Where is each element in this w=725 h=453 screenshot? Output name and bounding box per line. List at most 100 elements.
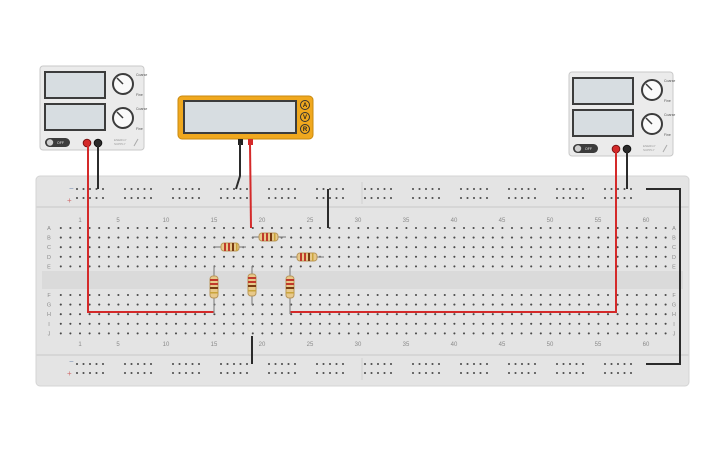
breadboard-hole[interactable] [664,303,667,306]
breadboard-hole[interactable] [466,371,469,375]
breadboard-hole[interactable] [335,371,338,375]
breadboard-hole[interactable] [347,226,350,230]
breadboard-hole[interactable] [290,246,293,249]
breadboard-hole[interactable] [539,255,542,258]
breadboard-hole[interactable] [645,246,648,249]
breadboard-hole[interactable] [75,196,79,200]
breadboard-hole[interactable] [616,362,620,366]
breadboard-hole[interactable] [290,265,293,268]
breadboard-hole[interactable] [510,303,514,306]
breadboard-hole[interactable] [507,187,511,191]
breadboard-hole[interactable] [520,362,524,366]
breadboard-hole[interactable] [376,265,379,268]
breadboard-hole[interactable] [194,332,197,335]
breadboard-hole[interactable] [555,362,559,366]
breadboard-hole[interactable] [386,265,389,268]
breadboard-hole[interactable] [155,332,158,335]
breadboard-hole[interactable] [558,332,562,335]
breadboard-hole[interactable] [395,313,398,316]
breadboard-hole[interactable] [606,265,610,268]
breadboard-hole[interactable] [431,187,434,191]
breadboard-hole[interactable] [386,332,389,335]
breadboard-hole[interactable] [88,371,92,375]
breadboard-hole[interactable] [165,293,168,297]
breadboard-hole[interactable] [635,236,638,239]
breadboard-hole[interactable] [482,226,485,230]
breadboard-hole[interactable] [328,226,331,230]
breadboard-hole[interactable] [453,332,456,335]
breadboard-hole[interactable] [610,362,613,366]
breadboard-hole[interactable] [597,236,600,239]
breadboard-hole[interactable] [472,293,475,297]
breadboard-hole[interactable] [203,265,206,268]
breadboard-hole[interactable] [78,246,82,249]
breadboard-hole[interactable] [261,303,264,306]
breadboard-hole[interactable] [510,255,514,258]
breadboard-hole[interactable] [606,255,610,258]
breadboard-hole[interactable] [184,246,187,249]
breadboard-hole[interactable] [411,187,415,191]
breadboard-hole[interactable] [232,303,235,306]
breadboard-hole[interactable] [88,236,91,239]
breadboard-hole[interactable] [328,362,332,366]
breadboard-hole[interactable] [405,293,408,297]
breadboard-hole[interactable] [130,362,133,366]
breadboard-hole[interactable] [222,236,226,239]
breadboard-hole[interactable] [357,313,360,316]
breadboard-hole[interactable] [98,303,101,306]
breadboard-hole[interactable] [581,187,585,191]
breadboard-hole[interactable] [485,187,489,191]
breadboard-hole[interactable] [318,265,322,268]
breadboard-hole[interactable] [75,187,79,191]
breadboard-hole[interactable] [136,226,139,230]
breadboard-hole[interactable] [424,313,427,316]
breadboard-hole[interactable] [626,293,629,297]
breadboard-hole[interactable] [222,293,226,297]
breadboard-hole[interactable] [88,362,92,366]
breadboard-hole[interactable] [395,293,398,297]
mode-button-ohms[interactable] [300,124,310,134]
breadboard-hole[interactable] [414,303,418,306]
breadboard-hole[interactable] [267,187,271,191]
breadboard-hole[interactable] [363,196,367,200]
breadboard-hole[interactable] [366,313,370,316]
breadboard-hole[interactable] [520,187,524,191]
resistor[interactable] [252,232,286,242]
breadboard-hole[interactable] [174,322,178,325]
breadboard-hole[interactable] [376,313,379,316]
breadboard-hole[interactable] [568,303,571,306]
breadboard-hole[interactable] [482,293,485,297]
breadboard-hole[interactable] [414,226,418,230]
breadboard-hole[interactable] [98,293,101,297]
breadboard-hole[interactable] [117,246,120,249]
breadboard-hole[interactable] [232,322,235,325]
breadboard-hole[interactable] [126,332,130,335]
breadboard-hole[interactable] [482,322,485,325]
breadboard-hole[interactable] [383,362,386,366]
breadboard-hole[interactable] [78,293,82,297]
breadboard-hole[interactable] [472,187,476,191]
breadboard-hole[interactable] [261,332,264,335]
breadboard-hole[interactable] [558,313,562,316]
resistors[interactable] [209,232,324,314]
breadboard-hole[interactable] [88,332,91,335]
breadboard-hole[interactable] [232,187,236,191]
breadboard-hole[interactable] [280,362,284,366]
breadboard-hole[interactable] [610,371,613,375]
breadboard-hole[interactable] [533,371,537,375]
breadboard-hole[interactable] [155,293,158,297]
breadboard-hole[interactable] [424,362,428,366]
breadboard-hole[interactable] [587,293,590,297]
breadboard-hole[interactable] [414,313,418,316]
breadboard-hole[interactable] [434,255,437,258]
breadboard-hole[interactable] [459,196,463,200]
breadboard-hole[interactable] [462,255,466,258]
breadboard-hole[interactable] [242,255,245,258]
breadboard-hole[interactable] [424,196,428,200]
breadboard-hole[interactable] [549,303,552,306]
breadboard-hole[interactable] [664,293,667,297]
breadboard-hole[interactable] [174,255,178,258]
breadboard-hole[interactable] [597,293,600,297]
breadboard-hole[interactable] [514,196,517,200]
breadboard-hole[interactable] [174,313,178,316]
